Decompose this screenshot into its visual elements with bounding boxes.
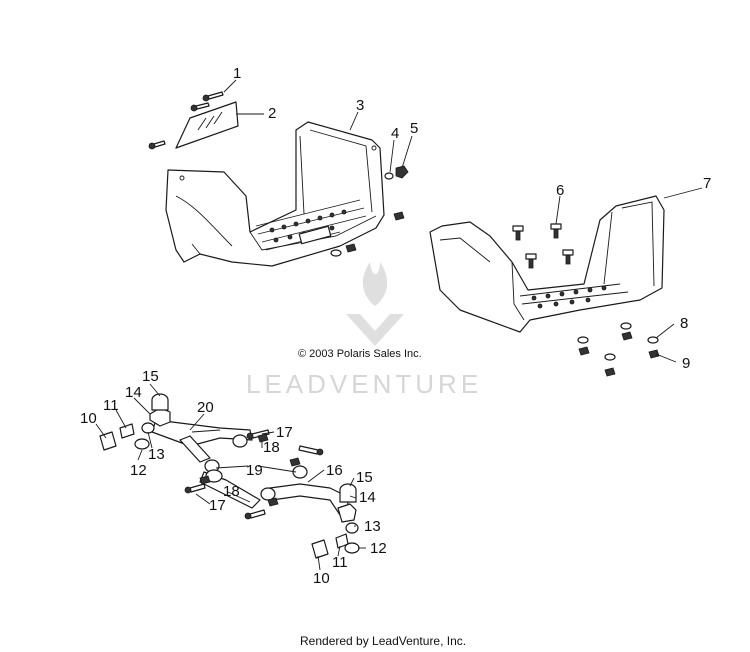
callout-10-lower: 10	[313, 570, 330, 587]
leader-lines	[95, 79, 703, 571]
callout-6: 6	[556, 182, 564, 199]
right-footwell	[429, 195, 665, 333]
callout-18-lower: 18	[223, 483, 240, 500]
callout-13-upper: 13	[148, 446, 165, 463]
lower-footrest-bracket	[199, 465, 360, 559]
callout-11-lower: 11	[332, 554, 348, 571]
callout-18-upper: 18	[263, 439, 280, 456]
callout-12-upper: 12	[130, 462, 147, 479]
callout-19: 19	[246, 462, 263, 479]
heel-guard-plate	[175, 101, 239, 149]
callout-20: 20	[197, 399, 214, 416]
leadventure-watermark-logo	[346, 262, 404, 346]
left-footwell	[165, 121, 385, 267]
bolts-part-17	[184, 429, 324, 520]
callout-2: 2	[268, 105, 276, 122]
callout-8: 8	[680, 315, 688, 332]
right-footwell-tread	[519, 283, 629, 309]
callout-11-upper: 11	[103, 397, 119, 414]
callout-4: 4	[391, 125, 399, 142]
callout-17-lower: 17	[209, 497, 226, 514]
callout-17-upper: 17	[276, 424, 293, 441]
callout-15-upper: 15	[142, 368, 159, 385]
callout-7: 7	[703, 175, 711, 192]
nuts-part-18	[199, 433, 301, 507]
callout-10-upper: 10	[80, 410, 97, 427]
callout-12-lower: 12	[370, 540, 387, 557]
callout-3: 3	[356, 97, 364, 114]
callout-14-lower: 14	[359, 489, 376, 506]
callout-9: 9	[682, 355, 690, 372]
callout-5: 5	[410, 120, 418, 137]
leadventure-watermark-text: LEADVENTURE	[246, 369, 482, 399]
callout-1: 1	[233, 65, 241, 82]
footer-credit: Rendered by LeadVenture, Inc.	[300, 634, 466, 648]
right-washers-nuts	[577, 322, 660, 377]
bolts-part-6	[512, 223, 574, 269]
callout-labels: 1 2 3 4 5 6 7 8 9 15 14 11 10 13 12 20 1…	[80, 65, 711, 587]
callout-16: 16	[326, 462, 343, 479]
callout-15-lower: 15	[356, 469, 373, 486]
upper-footrest-bracket	[99, 393, 253, 473]
screws-part-1	[148, 91, 224, 150]
left-washers-nuts	[330, 165, 409, 257]
callout-14-upper: 14	[125, 384, 142, 401]
callout-13-lower: 13	[364, 518, 381, 535]
copyright-notice: © 2003 Polaris Sales Inc.	[298, 348, 422, 360]
